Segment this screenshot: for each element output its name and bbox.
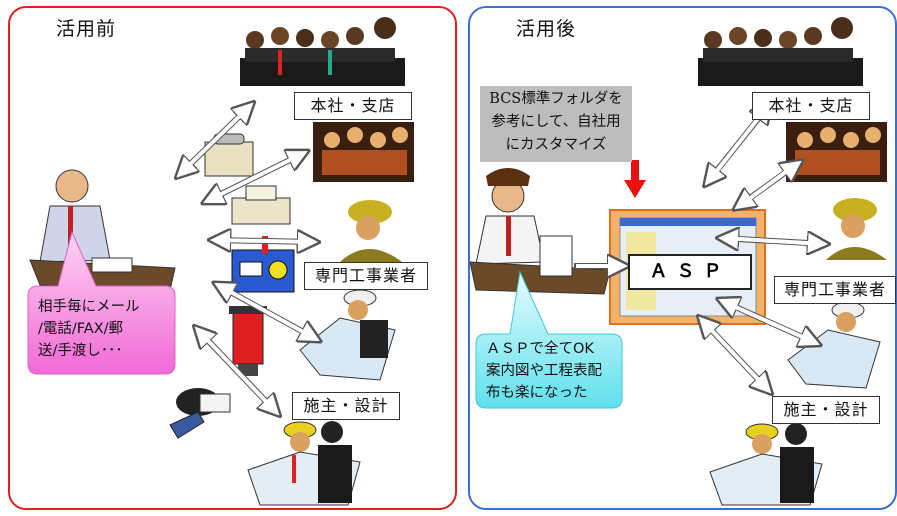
before-contractor-label: 専門工事業者 bbox=[304, 262, 428, 290]
before-callout bbox=[27, 230, 176, 375]
before-owner-label: 施主・設計 bbox=[292, 392, 400, 420]
before-title: 活用前 bbox=[56, 18, 117, 40]
businessmen-group-icon bbox=[240, 17, 405, 86]
customize-note-line: BCS標準フォルダを bbox=[489, 91, 623, 107]
before-callout-line: /電話/FAX/郵 bbox=[38, 321, 124, 337]
after-owner-label: 施主・設計 bbox=[772, 396, 880, 424]
after-contractor-label: 専門工事業者 bbox=[774, 276, 896, 304]
red-down-arrow bbox=[624, 160, 646, 198]
asp-label: ＡＳＰ bbox=[628, 254, 752, 290]
owner-designer-icon bbox=[247, 421, 361, 506]
before-callout-text: 相手毎にメール /電話/FAX/郵 送/手渡し･･･ bbox=[38, 296, 140, 362]
after-businessmen-group-icon bbox=[698, 17, 863, 86]
after-callout-line: 案内図や工程表配 bbox=[486, 363, 602, 379]
after-meeting-icon bbox=[786, 122, 887, 182]
after-callout-text: ＡＳＰで全てOK 案内図や工程表配 布も楽になった bbox=[486, 338, 602, 404]
after-construction-worker-icon bbox=[826, 198, 887, 260]
before-callout-line: 相手毎にメール bbox=[38, 299, 140, 315]
before-hq-label: 本社・支店 bbox=[294, 92, 412, 120]
after-hq-label: 本社・支店 bbox=[752, 92, 870, 120]
after-callout-line: ＡＳＰで全てOK bbox=[486, 341, 594, 357]
email-icon bbox=[231, 236, 295, 293]
after-owner-designer-icon bbox=[709, 423, 823, 506]
construction-worker-icon bbox=[340, 200, 402, 262]
stressed-man-icon bbox=[29, 169, 176, 291]
after-callout bbox=[475, 270, 623, 409]
customize-note: BCS標準フォルダを 参考にして、自社用 にカスタマイズ bbox=[480, 86, 632, 162]
happy-man-icon bbox=[469, 168, 611, 295]
customize-note-line: 参考にして、自社用 bbox=[491, 114, 621, 130]
after-title: 活用後 bbox=[516, 18, 577, 40]
fax-icon bbox=[231, 185, 291, 225]
customize-note-line: にカスタマイズ bbox=[505, 137, 607, 153]
after-architect-icon bbox=[787, 301, 881, 389]
before-callout-line: 送/手渡し･･･ bbox=[38, 343, 123, 359]
meeting-icon bbox=[313, 122, 414, 182]
after-callout-line: 布も楽になった bbox=[486, 385, 588, 401]
hand-delivery-icon bbox=[169, 388, 231, 439]
